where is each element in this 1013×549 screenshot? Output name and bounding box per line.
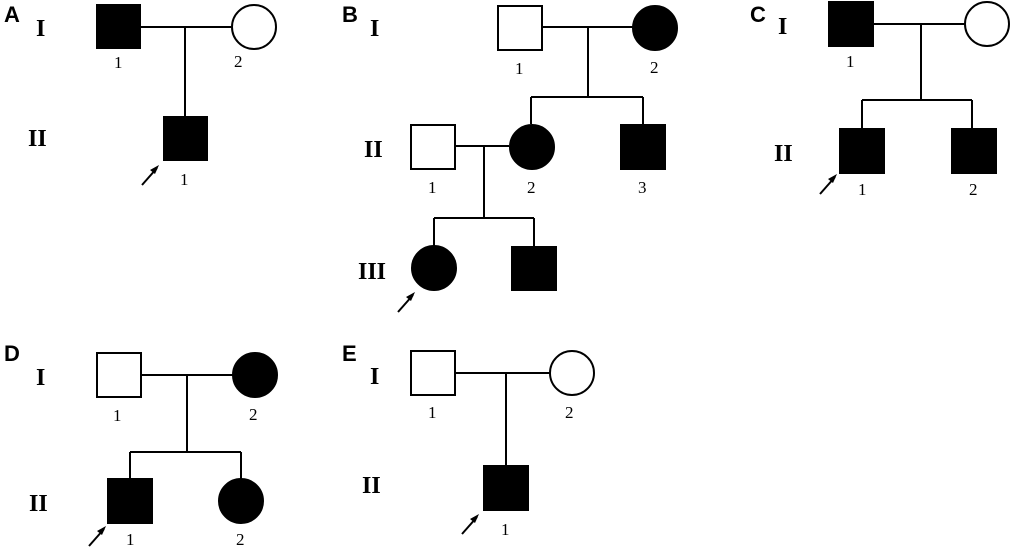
individual-e-1-1 — [410, 350, 456, 396]
generation-label-b-3: III — [358, 259, 386, 285]
individual-number-e-1-2: 2 — [565, 403, 574, 422]
individual-c-2-1 — [839, 128, 885, 174]
individual-number-e-2-1: 1 — [501, 520, 510, 539]
panel-label-e: E — [342, 341, 357, 366]
individual-number-c-2-2: 2 — [969, 180, 978, 199]
proband-arrow-a — [141, 165, 159, 186]
individual-number-d-2-2: 2 — [236, 530, 245, 549]
generation-label-b-2: II — [364, 137, 383, 163]
panel-b: B I II III 1 2 1 2 3 — [342, 2, 678, 313]
individual-number-b-2-1: 1 — [428, 178, 437, 197]
individual-number-b-2-2: 2 — [527, 178, 536, 197]
generation-label-c-1: I — [778, 14, 787, 40]
individual-number-d-2-1: 1 — [126, 530, 135, 549]
proband-arrow-b — [397, 292, 415, 313]
panel-a: A I II 1 2 1 — [4, 2, 277, 189]
proband-arrow-e — [461, 514, 479, 535]
panel-d: D I II 1 2 1 2 — [4, 341, 278, 549]
generation-label-d-2: II — [29, 491, 48, 517]
generation-label-a-1: I — [36, 16, 45, 42]
panel-label-d: D — [4, 341, 20, 366]
panel-label-b: B — [342, 2, 358, 27]
individual-number-a-1-2: 2 — [234, 52, 243, 71]
individual-a-2-1 — [163, 116, 208, 161]
individual-e-1-2 — [549, 350, 595, 396]
individual-e-2-1 — [483, 465, 529, 511]
individual-number-d-1-1: 1 — [113, 406, 122, 425]
individual-c-1-2 — [964, 1, 1010, 47]
individual-a-1-1 — [96, 4, 141, 49]
generation-label-a-2: II — [28, 126, 47, 152]
individual-number-d-1-2: 2 — [249, 405, 258, 424]
individual-b-1-1 — [497, 5, 543, 51]
panel-label-c: C — [750, 2, 766, 27]
individual-number-c-1-1: 1 — [846, 52, 855, 71]
generation-label-d-1: I — [36, 365, 45, 391]
individual-number-b-1-2: 2 — [650, 58, 659, 77]
individual-number-b-1-1: 1 — [515, 59, 524, 78]
individual-a-1-2 — [231, 4, 277, 50]
individual-b-3-2 — [511, 246, 557, 291]
individual-number-e-1-1: 1 — [428, 403, 437, 422]
panel-e: E I II 1 2 1 — [342, 341, 595, 539]
individual-number-b-2-3: 3 — [638, 178, 647, 197]
generation-label-e-1: I — [370, 364, 379, 390]
proband-arrow-d — [88, 526, 106, 547]
individual-number-a-1-1: 1 — [114, 53, 123, 72]
individual-d-1-2 — [232, 352, 278, 398]
individual-c-2-2 — [951, 128, 997, 174]
individual-b-2-1 — [410, 124, 456, 170]
generation-label-b-1: I — [370, 16, 379, 42]
individual-number-a-2-1: 1 — [180, 170, 189, 189]
individual-b-2-2 — [509, 124, 555, 170]
proband-arrow-c — [819, 174, 837, 195]
generation-label-c-2: II — [774, 141, 793, 167]
panel-label-a: A — [4, 2, 20, 27]
individual-b-3-1 — [411, 245, 457, 291]
individual-c-1-1 — [828, 1, 874, 47]
individual-b-1-2 — [632, 5, 678, 51]
individual-number-c-2-1: 1 — [858, 180, 867, 199]
panel-c: C I II 1 1 2 — [750, 1, 1010, 199]
individual-d-2-1 — [107, 478, 153, 524]
generation-label-e-2: II — [362, 473, 381, 499]
individual-d-2-2 — [218, 478, 264, 524]
individual-d-1-1 — [96, 352, 142, 398]
individual-b-2-3 — [620, 124, 666, 170]
